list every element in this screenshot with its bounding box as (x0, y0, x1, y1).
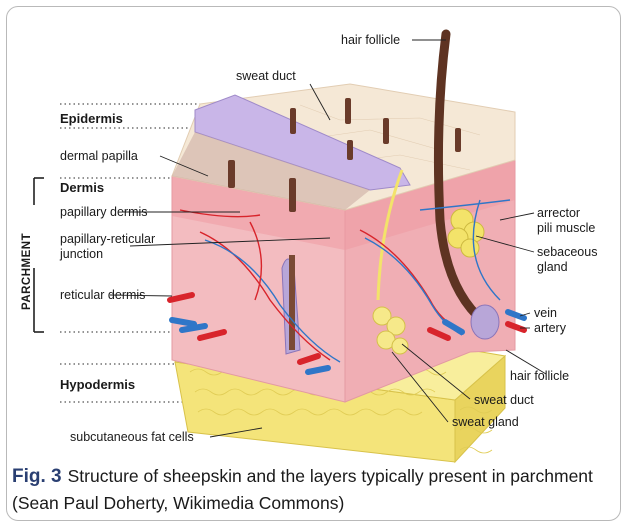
label-arrector-pili: arrector pili muscle (537, 206, 595, 236)
label-papillary-dermis: papillary dermis (60, 205, 148, 220)
label-reticular-dermis: reticular dermis (60, 288, 145, 303)
label-artery: artery (534, 321, 566, 336)
caption-fig-label: Fig. 3 (12, 466, 62, 487)
label-sweat-duct-bottom: sweat duct (474, 393, 534, 408)
label-papillary-reticular-junction: papillary-reticular junction (60, 232, 155, 262)
parchment-bracket (34, 178, 44, 332)
label-dermal-papilla: dermal papilla (60, 149, 138, 164)
label-sweat-gland: sweat gland (452, 415, 519, 430)
label-hair-follicle-top: hair follicle (341, 33, 400, 48)
label-subcutaneous-fat: subcutaneous fat cells (70, 430, 194, 445)
label-hypodermis: Hypodermis (60, 377, 135, 392)
label-parchment: PARCHMENT (21, 233, 33, 310)
label-sebaceous-gland: sebaceous gland (537, 245, 597, 275)
caption-text: Structure of sheepskin and the layers ty… (12, 466, 593, 513)
label-epidermis: Epidermis (60, 111, 123, 126)
label-vein: vein (534, 306, 557, 321)
follicle-bulb (471, 305, 499, 339)
label-dermis: Dermis (60, 180, 104, 195)
label-sweat-duct-top: sweat duct (236, 69, 296, 84)
side-hair (289, 255, 295, 350)
label-hair-follicle-right: hair follicle (510, 369, 569, 384)
